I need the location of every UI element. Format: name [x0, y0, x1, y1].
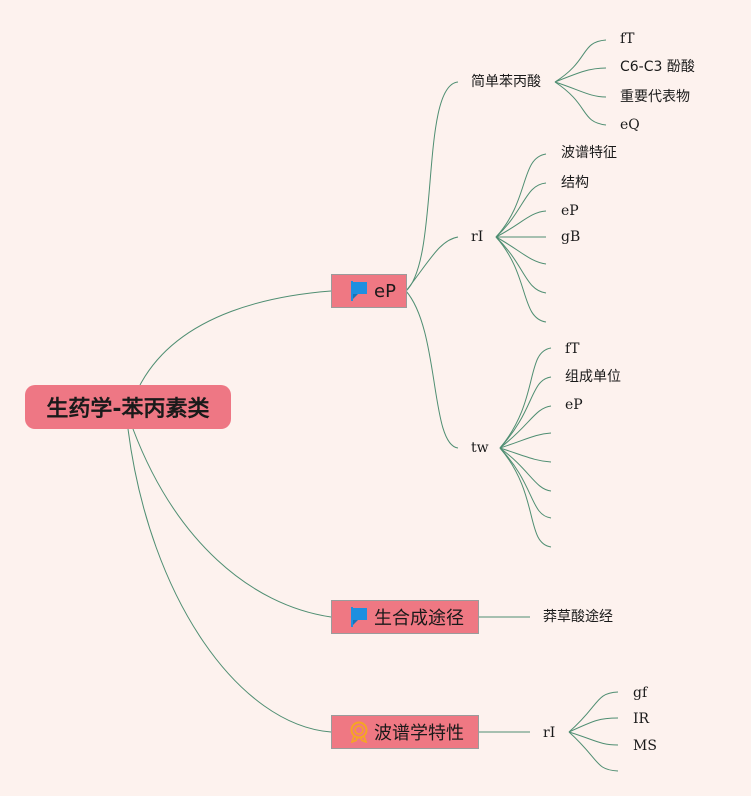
leaf-ri-4[interactable]: gB	[561, 229, 581, 245]
connector-ep-tw	[405, 290, 459, 449]
connector-tw-2	[499, 376, 552, 449]
connector-spec-ri-4	[568, 731, 619, 772]
connector-ri-3	[495, 210, 547, 238]
connector-tw-7	[499, 447, 552, 519]
connector-tw-5	[499, 447, 552, 463]
root-label: 生药学-苯丙素类	[46, 397, 210, 422]
leaf-simple-2[interactable]: C6-C3 酚酸	[620, 59, 695, 75]
leaf-tw-1[interactable]: fT	[565, 341, 580, 357]
leaf-spec-1[interactable]: gf	[633, 685, 648, 701]
root-node[interactable]: 生药学-苯丙素类	[25, 385, 231, 429]
connector-tw-8	[499, 447, 552, 548]
branch-spectroscopy[interactable]: 波谱学特性	[331, 715, 479, 749]
leaf-simple-1[interactable]: fT	[620, 31, 635, 47]
connector-root-biosynthesis	[132, 428, 332, 618]
leaf-tw-2[interactable]: 组成单位	[565, 369, 621, 385]
connector-tw-4	[499, 432, 552, 449]
branch-biosynthesis[interactable]: 生合成途径	[331, 600, 479, 634]
connector-spec-ri-2	[568, 717, 619, 733]
connector-ri-5	[495, 236, 547, 265]
connector-ri-2	[495, 182, 547, 238]
leaf-spec-3[interactable]: MS	[633, 738, 657, 754]
connector-spec-ri-3	[568, 731, 619, 746]
branch-spectroscopy-label: 波谱学特性	[374, 723, 464, 744]
connector-ri-7	[495, 236, 547, 323]
blue-flag-icon	[351, 281, 367, 301]
leaf-ri-2[interactable]: 结构	[561, 175, 589, 191]
leaf-simple-4[interactable]: eQ	[620, 117, 640, 133]
leaf-simple-3[interactable]: 重要代表物	[620, 89, 690, 105]
node-spectroscopy-ri[interactable]: rI	[543, 725, 556, 741]
node-simple-phenylpropanoic[interactable]: 简单苯丙酸	[471, 74, 541, 90]
connector-ep-ri	[405, 236, 459, 292]
connector-root-spectroscopy	[127, 428, 332, 733]
connector-simple-3	[554, 81, 607, 98]
connector-ep-simple	[405, 81, 459, 292]
node-shikimic-pathway[interactable]: 莽草酸途经	[543, 609, 613, 625]
connector-tw-3	[499, 405, 552, 449]
branch-ep-label: eP	[374, 280, 396, 302]
connector-simple-1	[554, 39, 607, 83]
leaf-spec-2[interactable]: IR	[633, 711, 650, 727]
connector-tw-6	[499, 447, 552, 492]
node-ri[interactable]: rI	[471, 229, 484, 245]
connector-ri-1	[495, 153, 547, 238]
leaf-ri-1[interactable]: 波谱特征	[561, 145, 617, 161]
connector-simple-4	[554, 81, 607, 126]
connector-tw-1	[499, 347, 552, 449]
award-medal-icon	[350, 721, 368, 743]
branch-biosynthesis-label: 生合成途径	[374, 608, 464, 629]
branch-ep[interactable]: eP	[331, 274, 407, 308]
node-tw[interactable]: tw	[471, 440, 489, 456]
leaf-ri-3[interactable]: eP	[561, 203, 579, 219]
connector-simple-2	[554, 67, 607, 83]
blue-flag-icon	[351, 607, 367, 627]
connector-spec-ri-1	[568, 691, 619, 733]
leaf-tw-3[interactable]: eP	[565, 397, 583, 413]
connector-root-ep	[139, 290, 332, 386]
connector-ri-6	[495, 236, 547, 294]
